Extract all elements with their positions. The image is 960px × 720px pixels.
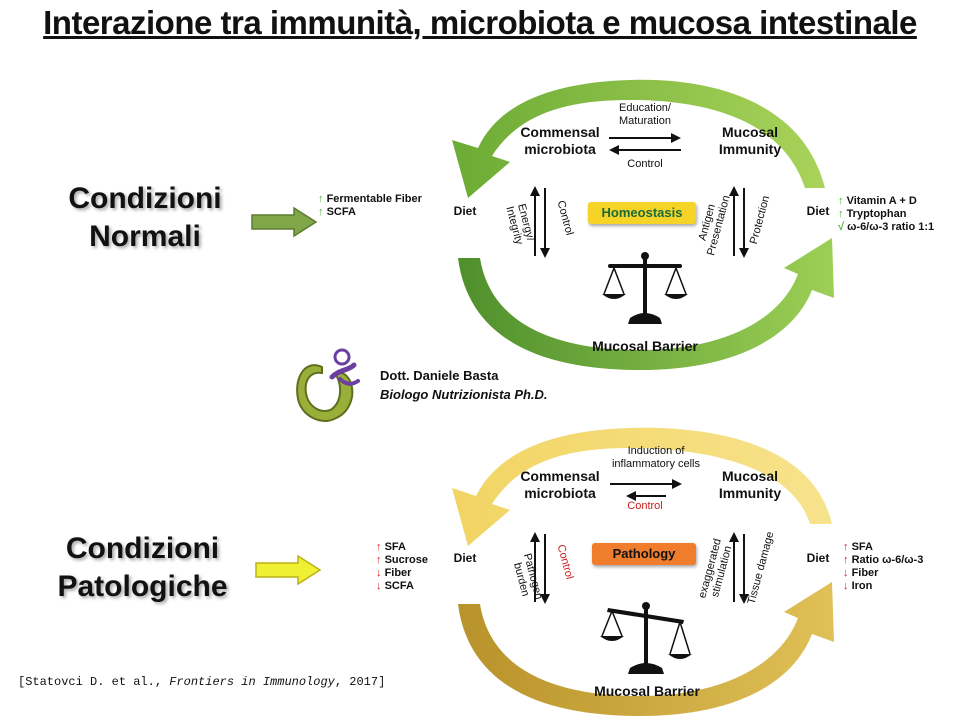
pathology-top-arrow-line2: inflammatory cells — [611, 458, 701, 470]
pathology-cycle-arrows — [452, 427, 834, 716]
homeostasis-right-item-1: ↑ Vitamin A + D — [838, 195, 934, 208]
pathology-barrier-label: Mucosal Barrier — [594, 683, 700, 699]
up-arrow-icon: ↑ — [376, 541, 382, 553]
factor-text: SFA — [851, 541, 873, 553]
factor-text: Ratio ω-6/ω-3 — [851, 554, 924, 566]
author-name: Dott. Daniele Basta — [380, 368, 499, 383]
pathology-immunity-line1: Mucosal — [721, 468, 778, 484]
pathology-right-item-2: ↑ Ratio ω-6/ω-3 — [843, 554, 923, 567]
homeostasis-right-diet: Diet — [806, 204, 830, 218]
down-arrow-icon: ↓ — [376, 580, 382, 592]
factor-text: Fiber — [851, 567, 879, 579]
homeostasis-left-factor-list: ↑ Fermentable Fiber ↑ SCFA — [318, 193, 422, 219]
author-role: Biologo Nutrizionista Ph.D. — [380, 385, 548, 404]
author-block: Dott. Daniele Basta Biologo Nutrizionist… — [380, 366, 548, 404]
homeostasis-barrier-label: Mucosal Barrier — [592, 338, 698, 354]
factor-text: SCFA — [326, 206, 356, 218]
tilted-scale-icon — [600, 602, 692, 674]
homeostasis-immunity-line2: Immunity — [718, 141, 782, 157]
homeostasis-commensal-line2: microbiota — [524, 141, 596, 157]
pathology-left-item-2: ↑ Sucrose — [376, 554, 428, 567]
homeostasis-bottom-arrow-label: Control — [627, 158, 663, 170]
down-arrow-icon: ↓ — [843, 567, 849, 579]
pathology-right-item-4: ↓ Iron — [843, 580, 923, 593]
factor-text: Vitamin A + D — [846, 195, 917, 207]
pathological-conditions-label: Condizioni Patologiche — [30, 530, 255, 606]
pathology-left-item-3: ↓ Fiber — [376, 567, 428, 580]
up-arrow-icon: ↑ — [838, 208, 844, 220]
pathology-bottom-arrow-label: Control — [627, 500, 663, 512]
normal-conditions-line1: Condizioni — [68, 182, 222, 215]
homeostasis-left-vertical-arrows — [530, 186, 550, 258]
factor-text: ω-6/ω-3 ratio 1:1 — [847, 221, 935, 233]
pathology-commensal-label: Commensal microbiota — [505, 468, 615, 502]
citation-journal: Frontiers in Immunology — [169, 675, 335, 689]
homeostasis-right-item-2: ↑ Tryptophan — [838, 208, 934, 221]
homeostasis-right-item-3: √ ω-6/ω-3 ratio 1:1 — [838, 221, 934, 234]
pathology-right-diet: Diet — [806, 551, 830, 565]
up-arrow-icon: ↑ — [318, 193, 324, 205]
factor-text: Sucrose — [384, 554, 428, 566]
homeostasis-top-arrow-line1: Education/ — [619, 102, 671, 114]
down-arrow-icon: ↓ — [376, 567, 382, 579]
pathology-left-diet: Diet — [453, 551, 477, 565]
homeostasis-commensal-label: Commensal microbiota — [505, 124, 615, 158]
pathology-right-item-3: ↓ Fiber — [843, 567, 923, 580]
normal-conditions-line2: Normali — [89, 220, 201, 253]
pathological-pointer-arrow — [255, 554, 322, 586]
homeostasis-immunity-label: Mucosal Immunity — [700, 124, 800, 158]
pathology-commensal-line1: Commensal — [520, 468, 600, 484]
up-arrow-icon: ↑ — [843, 541, 849, 553]
pathological-conditions-line1: Condizioni — [65, 532, 220, 565]
factor-text: SCFA — [384, 580, 414, 592]
pathology-top-arrow-line1: Induction of — [627, 445, 685, 457]
homeostasis-left-item-1: ↑ Fermentable Fiber — [318, 193, 422, 206]
homeostasis-commensal-line1: Commensal — [520, 124, 600, 140]
homeostasis-left-diet: Diet — [453, 204, 477, 218]
factor-text: Fiber — [384, 567, 412, 579]
factor-text: Fermentable Fiber — [326, 193, 422, 205]
homeostasis-horizontal-arrows — [609, 133, 681, 155]
pathology-state-badge: Pathology — [592, 543, 696, 565]
down-arrow-icon: ↓ — [843, 580, 849, 592]
check-icon: √ — [838, 221, 845, 233]
author-role-text: Biologo Nutrizionista Ph.D. — [380, 387, 548, 402]
pathology-left-item-1: ↑ SFA — [376, 541, 428, 554]
pathological-conditions-line2: Patologiche — [57, 570, 228, 603]
page-title: Interazione tra immunità, microbiota e m… — [43, 4, 917, 41]
homeostasis-immunity-line1: Mucosal — [721, 124, 778, 140]
homeostasis-state-badge: Homeostasis — [588, 202, 696, 224]
homeostasis-right-factor-list: ↑ Vitamin A + D ↑ Tryptophan √ ω-6/ω-3 r… — [838, 195, 934, 234]
up-arrow-icon: ↑ — [838, 195, 844, 207]
up-arrow-icon: ↑ — [376, 554, 382, 566]
balanced-scale-icon — [602, 252, 688, 324]
pathology-left-vertical-arrows — [530, 532, 550, 604]
citation: [Statovci D. et al., Frontiers in Immuno… — [18, 675, 385, 689]
homeostasis-top-arrow-label: Education/ Maturation — [600, 102, 690, 128]
pathology-immunity-label: Mucosal Immunity — [700, 468, 800, 502]
factor-text: Tryptophan — [846, 208, 907, 220]
pathology-right-factor-list: ↑ SFA ↑ Ratio ω-6/ω-3 ↓ Fiber ↓ Iron — [843, 541, 923, 593]
factor-text: SFA — [384, 541, 406, 553]
pathology-commensal-line2: microbiota — [524, 485, 596, 501]
normal-conditions-label: Condizioni Normali — [40, 180, 250, 256]
pathology-horizontal-arrows — [610, 479, 682, 501]
factor-text: Iron — [851, 580, 873, 592]
pathology-immunity-line2: Immunity — [718, 485, 782, 501]
homeostasis-left-item-2: ↑ SCFA — [318, 206, 422, 219]
normal-pointer-arrow — [251, 206, 318, 238]
citation-prefix: [Statovci D. et al., — [18, 675, 170, 689]
nutritionist-logo-icon — [296, 348, 360, 422]
pathology-right-vertical-arrows — [729, 532, 749, 604]
homeostasis-cycle-arrows — [452, 79, 834, 370]
pathology-right-item-1: ↑ SFA — [843, 541, 923, 554]
up-arrow-icon: ↑ — [318, 206, 324, 218]
up-arrow-icon: ↑ — [843, 554, 849, 566]
homeostasis-top-arrow-line2: Maturation — [619, 115, 671, 127]
pathology-left-item-4: ↓ SCFA — [376, 580, 428, 593]
citation-suffix: , 2017] — [334, 675, 386, 689]
homeostasis-right-vertical-arrows — [729, 186, 749, 258]
pathology-left-factor-list: ↑ SFA ↑ Sucrose ↓ Fiber ↓ SCFA — [376, 541, 428, 593]
pathology-top-arrow-label: Induction of inflammatory cells — [596, 445, 716, 471]
